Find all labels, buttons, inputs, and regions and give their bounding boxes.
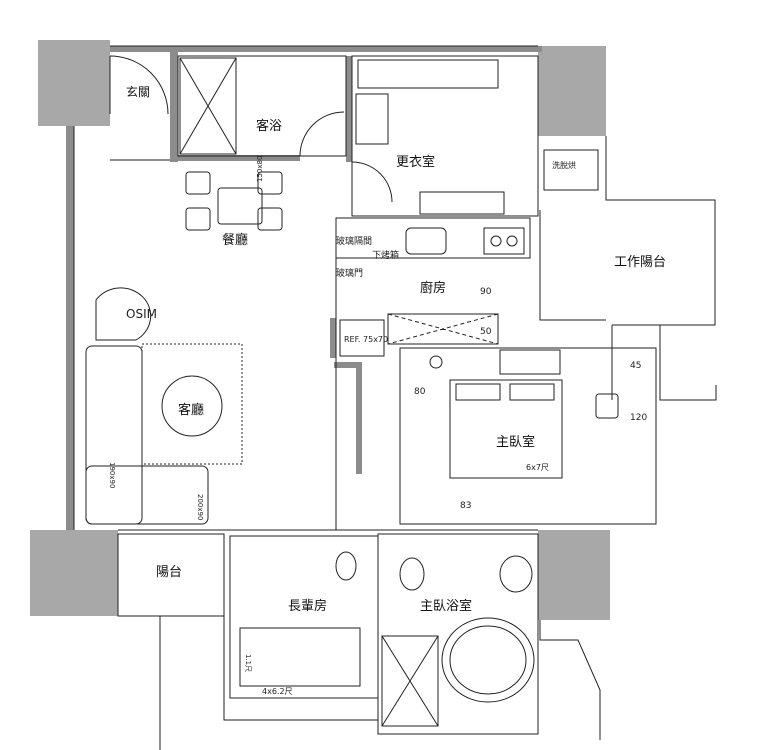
wall-bed-left xyxy=(356,362,362,474)
wall-corridor xyxy=(334,362,358,368)
entrance-door-arc xyxy=(109,55,169,115)
burner-1 xyxy=(490,235,502,247)
note-dining-size: 150x80 xyxy=(256,156,264,182)
balcony-box xyxy=(117,533,225,617)
master-basin xyxy=(499,555,533,593)
room-label-elder-room: 長輩房 xyxy=(288,598,327,614)
bathtub-inner xyxy=(449,625,527,695)
elder-room-box xyxy=(229,535,379,699)
closet-rail-left xyxy=(355,93,389,145)
wall-bath-bottom xyxy=(170,155,300,161)
room-label-entrance: 玄關 xyxy=(126,84,150,99)
washer xyxy=(543,149,599,191)
room-label-guest-bath: 客浴 xyxy=(256,118,282,134)
pillow-2 xyxy=(509,383,555,401)
dim-80: 80 xyxy=(414,387,426,397)
coffee-table xyxy=(161,375,223,437)
wall-top-strip xyxy=(110,46,542,52)
dim-90: 90 xyxy=(480,287,492,297)
chair-3 xyxy=(257,171,283,195)
sofa-main xyxy=(85,345,143,525)
bath-door-arc xyxy=(299,111,345,157)
outer-skin xyxy=(159,616,601,750)
column-top-left xyxy=(38,40,110,126)
shower-area xyxy=(179,57,237,155)
sofa-side xyxy=(85,465,209,525)
bedroom-lamp xyxy=(429,355,443,369)
note-elder-bed-mark: 1.1尺 xyxy=(244,654,252,672)
note-glass-partition: 玻璃隔間 xyxy=(336,235,372,247)
sink xyxy=(405,227,447,255)
walls xyxy=(66,46,542,530)
plan-lines xyxy=(73,45,717,750)
master-bath-box xyxy=(377,533,539,735)
bed xyxy=(449,379,563,479)
osim-chair xyxy=(95,287,152,341)
note-fridge: REF. 75x70 xyxy=(344,335,388,344)
wardrobe xyxy=(499,349,561,375)
bathtub xyxy=(441,617,535,703)
desk-chair xyxy=(595,393,619,419)
cooktop xyxy=(483,227,525,255)
balcony-rail xyxy=(539,210,606,321)
chair-1 xyxy=(185,171,211,195)
column-bottom-right xyxy=(538,530,610,620)
rug xyxy=(141,343,243,465)
closet-rail-bottom xyxy=(419,191,505,215)
note-elder-bed-size: 4x6.2尺 xyxy=(262,687,293,696)
dining-table xyxy=(217,187,263,225)
shower-cross xyxy=(179,57,237,155)
room-label-dining: 餐廳 xyxy=(222,232,248,248)
outer-envelope xyxy=(73,45,717,531)
room-label-kitchen: 廚房 xyxy=(420,280,446,296)
dim-83: 83 xyxy=(460,501,471,511)
note-bed-size: 6x7尺 xyxy=(526,463,549,472)
note-sofa-a: 190x90 xyxy=(108,462,116,488)
burner-2 xyxy=(506,235,518,247)
room-label-work-balcony: 工作陽台 xyxy=(614,255,666,270)
living-boundary xyxy=(110,159,337,530)
structural-columns xyxy=(30,40,610,620)
note-sofa-b: 200x90 xyxy=(196,494,204,520)
closet-rail-top xyxy=(357,59,499,89)
chair-2 xyxy=(185,207,211,231)
note-washer: 洗脫烘 xyxy=(552,160,576,170)
pillow-1 xyxy=(455,383,501,401)
dim-45: 45 xyxy=(630,361,641,371)
room-label-living: 客廳 xyxy=(178,402,204,418)
kitchen-cabinet xyxy=(387,313,499,345)
room-label-master-bath: 主臥浴室 xyxy=(420,598,472,614)
wall-bath-right xyxy=(346,56,352,162)
kitchen-counter xyxy=(335,217,531,259)
guest-bath-box xyxy=(177,55,347,157)
note-glass-door: 玻璃門 xyxy=(336,267,363,279)
fridge xyxy=(339,319,385,357)
master-shower xyxy=(381,635,439,727)
elder-toilet xyxy=(335,551,357,581)
room-label-master-bedroom: 主臥室 xyxy=(496,434,535,450)
note-oven: 下烤箱 xyxy=(372,249,399,261)
closet-door-arc xyxy=(351,161,393,203)
column-bottom-left xyxy=(30,530,118,616)
wall-top-bath xyxy=(170,52,178,162)
wall-kitchen-left xyxy=(330,318,336,358)
chair-4 xyxy=(257,207,283,231)
wall-left xyxy=(66,126,74,530)
room-label-closet: 更衣室 xyxy=(396,154,435,170)
dim-120: 120 xyxy=(630,413,647,423)
dim-50: 50 xyxy=(480,327,492,337)
master-shower-cross xyxy=(381,635,439,727)
elder-bed xyxy=(239,627,361,687)
closet-box xyxy=(351,55,539,217)
master-toilet xyxy=(399,557,425,591)
column-top-right xyxy=(538,46,606,136)
note-osim: OSIM xyxy=(126,307,157,321)
kitchen-cabinet-cross xyxy=(387,313,499,345)
room-label-balcony: 陽台 xyxy=(156,565,182,580)
master-bedroom-box xyxy=(399,347,657,525)
